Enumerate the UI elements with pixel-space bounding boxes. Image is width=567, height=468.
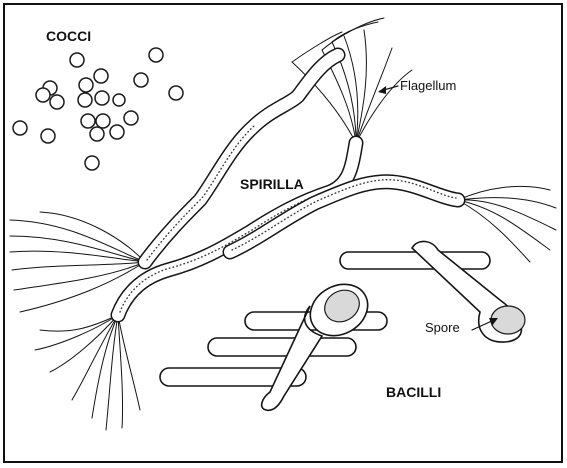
bacilli-label: BACILLI: [386, 384, 441, 400]
coccus: [95, 91, 109, 105]
coccus: [96, 114, 110, 128]
coccus: [50, 95, 64, 109]
coccus: [70, 53, 84, 67]
coccus: [134, 73, 148, 87]
bacillus-rod: [340, 252, 490, 269]
coccus: [94, 69, 108, 83]
coccus: [81, 114, 95, 128]
cocci-label: COCCI: [46, 28, 91, 44]
coccus: [169, 86, 183, 100]
coccus: [113, 94, 125, 106]
coccus: [110, 125, 124, 139]
coccus: [79, 78, 93, 92]
spirilla-label: SPIRILLA: [240, 176, 304, 192]
flagellum-label: Flagellum: [400, 78, 456, 93]
coccus: [36, 88, 50, 102]
coccus: [78, 93, 92, 107]
bacillus-rod: [208, 338, 356, 356]
coccus: [90, 127, 104, 141]
coccus: [85, 156, 99, 170]
spore-label: Spore: [425, 320, 460, 335]
coccus: [124, 111, 138, 125]
coccus: [149, 48, 163, 62]
coccus: [41, 129, 55, 143]
coccus: [13, 121, 27, 135]
